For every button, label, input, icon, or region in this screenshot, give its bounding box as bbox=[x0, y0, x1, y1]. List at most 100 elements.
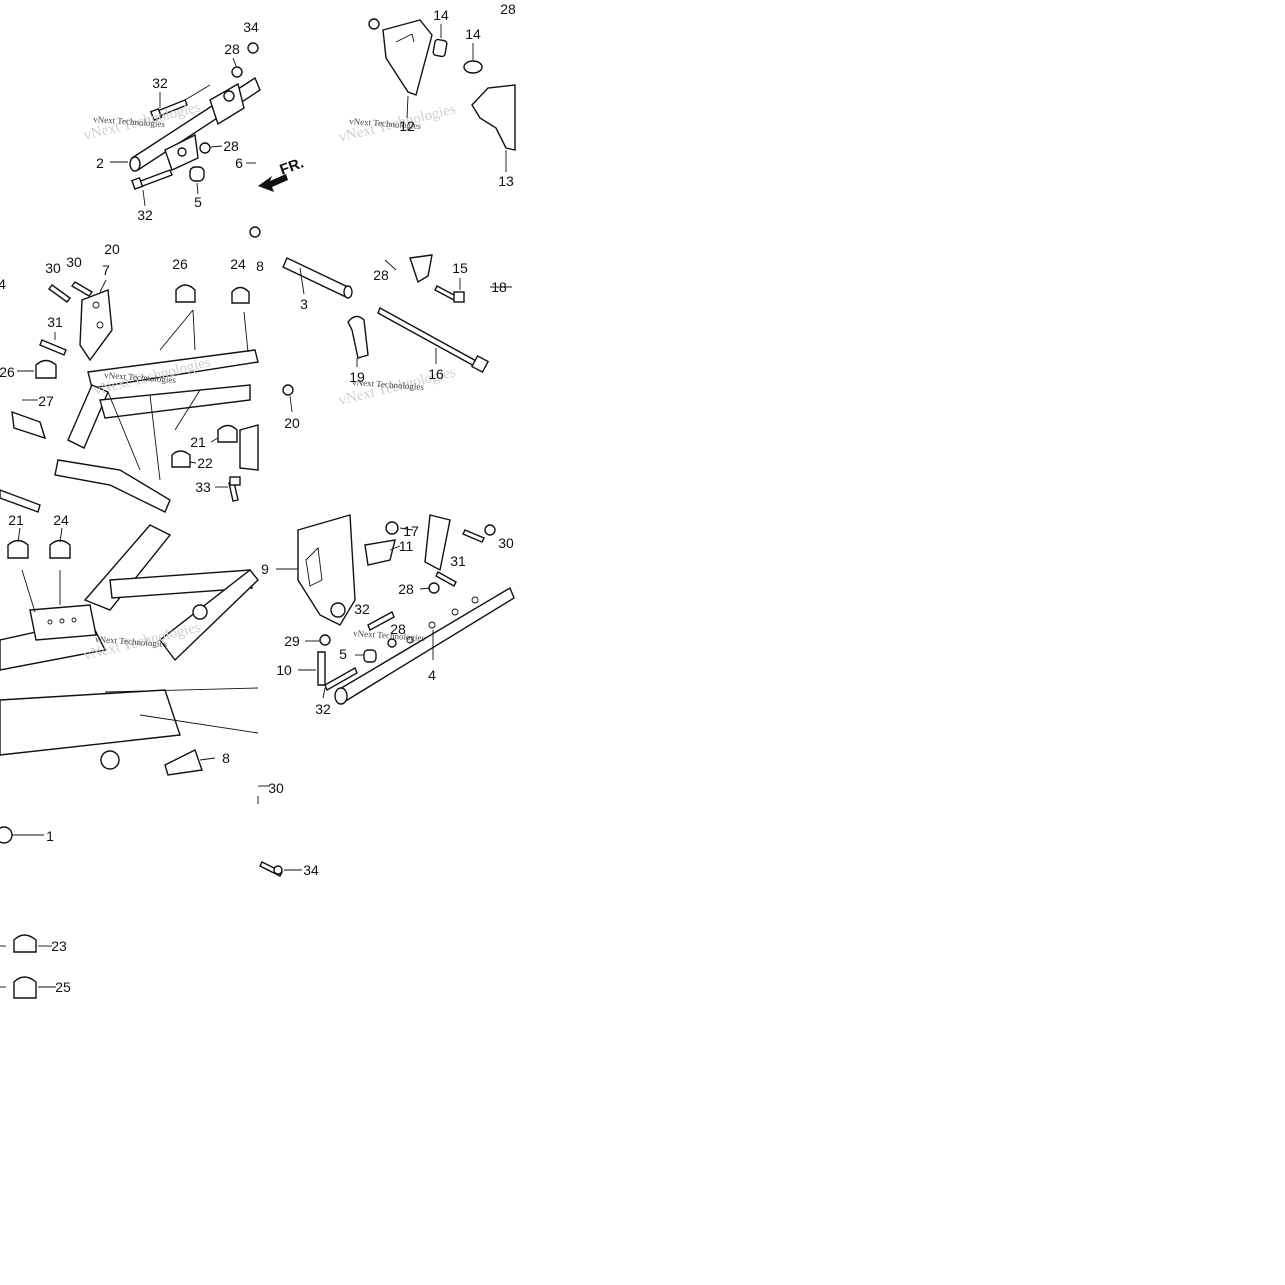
part-frame-rear-cross bbox=[109, 569, 253, 599]
part-bracket-top bbox=[409, 254, 433, 284]
part-shaft-16-head bbox=[470, 354, 490, 374]
part-plate-27 bbox=[11, 410, 47, 440]
part-frame-top-tube bbox=[87, 349, 259, 389]
callout-c9: 14 bbox=[433, 7, 449, 23]
part-bracket-right bbox=[239, 424, 259, 471]
panel-side-cover: vNext Technologies vNext Technologies bbox=[337, 18, 516, 172]
part-washer-29 bbox=[319, 634, 331, 646]
callout-c46: 5 bbox=[339, 646, 347, 662]
callout-c43: 32 bbox=[354, 601, 370, 617]
part-bolt-30b bbox=[70, 281, 94, 297]
callout-c15: 30 bbox=[45, 260, 61, 276]
callout-c52: 1 bbox=[46, 828, 54, 844]
callout-c34: 20 bbox=[284, 415, 300, 431]
part-bracket-8 bbox=[164, 749, 203, 776]
part-tube-top bbox=[0, 489, 41, 513]
callout-c35: 21 bbox=[8, 512, 24, 528]
callout-c22: 31 bbox=[47, 314, 63, 330]
callout-c33: 16 bbox=[428, 366, 444, 382]
callout-c27: 33 bbox=[195, 479, 211, 495]
callout-c54: 23 bbox=[51, 938, 67, 954]
part-nut-20 bbox=[282, 384, 294, 396]
part-pipe-4-end bbox=[334, 687, 348, 705]
part-collar-5 bbox=[189, 166, 205, 182]
callout-c38: 11 bbox=[399, 538, 414, 554]
callout-c24: 27 bbox=[38, 393, 54, 409]
callout-c39: 30 bbox=[498, 535, 514, 551]
panel-frame-rear: vNext Technologies vNext Technologies bbox=[0, 489, 259, 776]
callout-c32: 19 bbox=[349, 369, 365, 385]
part-collar-a bbox=[223, 90, 235, 102]
callout-c12: 12 bbox=[399, 118, 415, 134]
callout-c11: 28 bbox=[500, 1, 516, 17]
callout-c28: 28 bbox=[373, 267, 389, 283]
callout-c8: 32 bbox=[137, 207, 153, 223]
direction-label: FR. bbox=[278, 155, 307, 179]
part-bolt-30-head bbox=[484, 524, 496, 536]
callout-c55: 25 bbox=[55, 979, 71, 995]
part-clamp-22 bbox=[171, 450, 191, 468]
part-shaft-16 bbox=[377, 307, 479, 368]
part-grommet-1 bbox=[0, 826, 13, 844]
part-hanger-hole bbox=[330, 602, 346, 618]
callout-c40: 9 bbox=[261, 561, 269, 577]
part-nut-34 bbox=[247, 42, 259, 54]
part-nut-17 bbox=[385, 521, 399, 535]
callout-c20: 8 bbox=[256, 258, 264, 274]
panel-loose-parts bbox=[0, 785, 302, 999]
part-bolt-32 bbox=[367, 611, 395, 631]
callout-c36: 24 bbox=[53, 512, 69, 528]
part-pipe-2-end bbox=[129, 156, 141, 172]
callout-c3: 32 bbox=[152, 75, 168, 91]
panel-frame-front: vNext Technologies vNext Technologies bbox=[11, 226, 261, 513]
callout-c6: 6 bbox=[235, 155, 243, 171]
part-bolt-32-lower-head bbox=[130, 176, 144, 190]
part-boss-a bbox=[100, 750, 120, 770]
callout-c18: 26 bbox=[172, 256, 188, 272]
callout-c50: 8 bbox=[222, 750, 230, 766]
callout-c53: 34 bbox=[303, 862, 319, 878]
part-clamp-24-top bbox=[231, 286, 250, 304]
part-bracket-7 bbox=[79, 289, 113, 362]
part-nut-28b bbox=[387, 638, 397, 648]
part-bracket-11 bbox=[364, 539, 396, 566]
part-clamp-24-low bbox=[49, 539, 71, 559]
part-frame-rear-right bbox=[159, 569, 259, 662]
callout-c49: 32 bbox=[315, 701, 331, 717]
part-bolt-15 bbox=[434, 285, 457, 301]
panel-engine-hanger: vNext Technologies bbox=[276, 514, 515, 705]
part-clamp-25 bbox=[13, 976, 37, 999]
part-bolt-15-head bbox=[453, 291, 465, 303]
part-clamp-26-left bbox=[35, 359, 57, 379]
part-bolt-33-head bbox=[229, 476, 241, 486]
callout-c30: 15 bbox=[452, 260, 468, 276]
part-bolt-30a bbox=[48, 284, 71, 303]
callout-c1: 34 bbox=[243, 19, 259, 35]
callout-c29: 3 bbox=[300, 296, 308, 312]
callout-c45: 29 bbox=[284, 633, 300, 649]
callout-c47: 10 bbox=[276, 662, 292, 678]
part-bolt-32-lower bbox=[137, 169, 173, 188]
part-pipe-3 bbox=[282, 257, 351, 298]
part-nut-28-top bbox=[231, 66, 243, 78]
part-stud-10 bbox=[317, 651, 326, 686]
part-collar-b bbox=[177, 147, 187, 157]
part-bolt-32-upper-head bbox=[149, 107, 163, 121]
part-bolt-30 bbox=[462, 529, 485, 543]
part-pipe-3-end bbox=[343, 285, 353, 299]
callout-c25: 21 bbox=[190, 434, 206, 450]
callout-c21: 4 bbox=[0, 276, 6, 292]
part-clamp-21-low bbox=[7, 539, 29, 559]
direction-arrow-icon bbox=[258, 174, 288, 192]
part-bolt-31 bbox=[39, 339, 67, 356]
part-bolt-32b bbox=[324, 666, 358, 692]
part-nut-28 bbox=[428, 582, 440, 594]
callout-c31: 18 bbox=[491, 279, 507, 295]
part-bolt-34-head bbox=[273, 865, 283, 875]
part-bolt-31 bbox=[435, 571, 457, 587]
callout-c44: 28 bbox=[390, 621, 406, 637]
part-bolt-top bbox=[368, 18, 380, 30]
callout-c16: 30 bbox=[66, 254, 82, 270]
